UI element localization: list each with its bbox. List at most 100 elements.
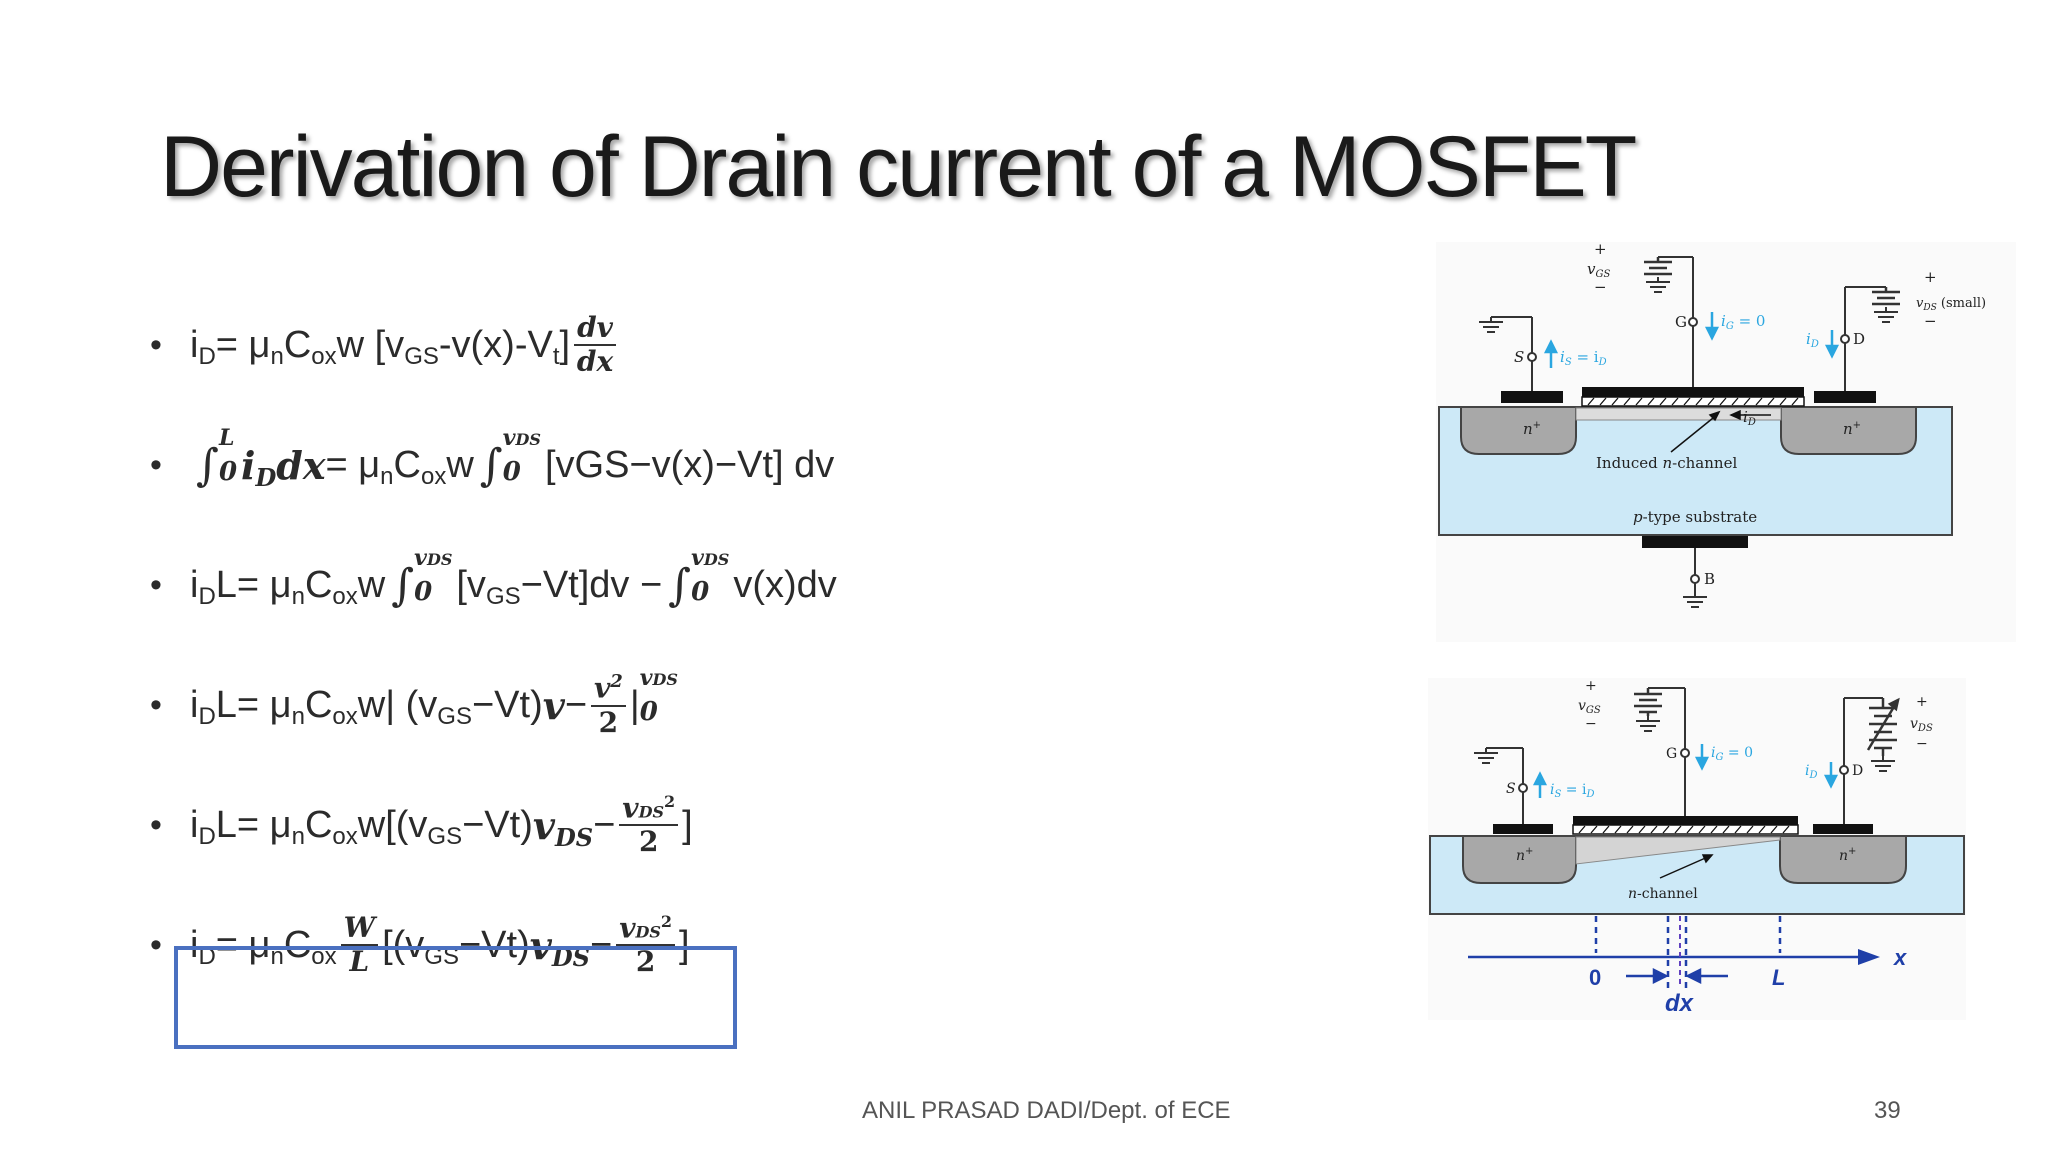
eq-text: = μ — [325, 443, 381, 486]
eq-text: [vGS−v(x)−Vt] dv — [544, 443, 835, 486]
source-terminal — [1518, 783, 1528, 793]
eq-sub: n — [270, 343, 284, 370]
fraction-numerator-sub: DS — [635, 922, 661, 942]
fraction-numerator: v — [619, 911, 636, 945]
fraction-denominator: 2 — [638, 825, 659, 859]
eq-text: −Vt) — [458, 923, 530, 966]
lower-limit: 0 — [691, 577, 710, 607]
eq-text: − — [593, 803, 616, 846]
ig-label: iG = 0 — [1711, 745, 1753, 763]
vds-battery-icon — [1872, 287, 1900, 306]
eq-text: [(v — [382, 923, 425, 966]
gate-label: G — [1666, 746, 1677, 762]
gate-oxide — [1572, 824, 1799, 835]
eq-text: C — [304, 803, 333, 846]
axis-zero-label: 0 — [1589, 965, 1601, 990]
eq-text: −Vt) — [471, 683, 543, 726]
axis-L-label: L — [1772, 965, 1785, 990]
body-contact — [1642, 536, 1748, 548]
vgs-battery-icon — [1634, 688, 1662, 716]
result-highlight-box — [174, 946, 737, 1049]
eq-sub: GS — [485, 583, 521, 610]
eq-text: C — [304, 683, 333, 726]
eq-text: w| (v — [357, 683, 438, 726]
fraction-numerator: v — [622, 791, 639, 825]
is-label: iS = iD — [1550, 782, 1594, 800]
page-number: 39 — [1874, 1097, 1901, 1124]
fraction-numerator-sup: 2 — [660, 911, 673, 931]
source-label: S — [1514, 348, 1524, 366]
induced-channel-label: Induced n-channel — [1596, 454, 1737, 472]
source-terminal — [1527, 352, 1537, 362]
eq-text: [v — [456, 563, 486, 606]
upper-limit: v — [639, 665, 653, 691]
n-plus-drain: n+ — [1843, 420, 1861, 438]
source-label: S — [1506, 781, 1516, 797]
eq-sub: D — [198, 343, 216, 370]
x-axis-label: x — [1893, 945, 1907, 970]
n-plus-source: n+ — [1516, 846, 1533, 864]
vgs-plus: + — [1585, 678, 1597, 694]
fraction-numerator-sup: 2 — [664, 791, 676, 811]
eq-text: | — [629, 683, 640, 726]
drain-contact — [1813, 824, 1873, 834]
mosfet-diagram-channel-axis: + vGS − G iG = 0 + vDS − S iS = iD iD D … — [1428, 678, 1966, 1020]
eq-text: −Vt]dv − — [520, 563, 663, 606]
vds-minus: − — [1916, 736, 1928, 752]
upper-limit-sub: DS — [703, 550, 730, 569]
eq-text: w — [446, 443, 474, 486]
gate-electrode — [1582, 387, 1804, 397]
eq-sub: ox — [311, 343, 337, 370]
gate-oxide — [1581, 396, 1805, 407]
eq-text: C — [283, 923, 312, 966]
lower-limit: 0 — [639, 697, 658, 727]
eq-sub: D — [198, 823, 216, 850]
body-label: B — [1704, 570, 1715, 588]
integral-sign: ∫ — [196, 439, 219, 491]
eq-text: L= μ — [215, 563, 292, 606]
dx-marker-arrows — [1626, 967, 1728, 985]
integral-limits: vDS 0 — [691, 547, 729, 607]
bullet-marker: • — [150, 805, 162, 844]
eq-text: i — [241, 442, 256, 488]
eq-sub: GS — [404, 343, 439, 370]
vgs-label: vGS — [1578, 698, 1601, 716]
upper-limit: v — [502, 425, 516, 451]
integral-sign: ∫ — [479, 439, 503, 491]
drain-label: D — [1852, 763, 1863, 779]
eq-text: ] — [679, 923, 690, 966]
fraction-numerator: dv — [574, 314, 616, 346]
integral-sign: ∫ — [668, 559, 692, 611]
eq-text: i — [190, 803, 199, 846]
eq-text: C — [283, 323, 312, 366]
eq-sub: D — [255, 462, 277, 492]
vgs-minus: − — [1594, 278, 1607, 296]
vgs-minus: − — [1585, 716, 1597, 732]
eq-text: i — [190, 683, 199, 726]
eq-sub: GS — [427, 823, 463, 850]
eq-sub: ox — [420, 463, 447, 490]
eq-sub: n — [380, 463, 394, 490]
eq-text: w — [357, 563, 386, 606]
upper-limit-sub: DS — [515, 430, 541, 449]
bullet-marker: • — [150, 325, 162, 364]
upper-limit-sub: DS — [652, 670, 678, 689]
gate-electrode — [1573, 816, 1798, 825]
fraction-denominator: dx — [576, 345, 614, 378]
integral-sign: ∫ — [391, 559, 415, 611]
n-plus-source: n+ — [1523, 420, 1541, 438]
wiring — [1491, 256, 1886, 597]
vds-plus: + — [1916, 694, 1928, 710]
drain-terminal — [1839, 765, 1849, 775]
eq-sub: ox — [332, 703, 358, 730]
vds-label: vDS — [1910, 716, 1933, 734]
eq-sub: ox — [332, 583, 358, 610]
upper-limit: v — [691, 545, 704, 571]
vgs-battery-icon — [1644, 257, 1672, 276]
eq-sub: D — [198, 703, 216, 730]
